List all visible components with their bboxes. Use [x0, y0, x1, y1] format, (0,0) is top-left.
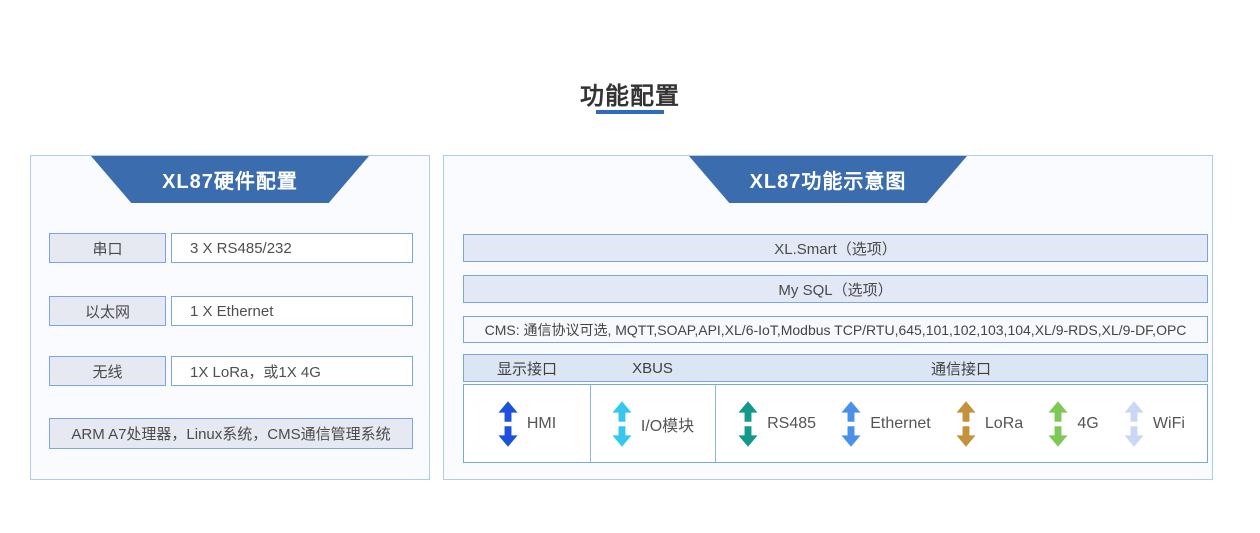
- io-cell-xbus: I/O模块: [590, 385, 715, 462]
- hardware-system-summary: ARM A7处理器，Linux系统，CMS通信管理系统: [49, 418, 413, 449]
- comm-item-rs485: RS485: [738, 400, 817, 447]
- comm-item-ethernet: Ethernet: [841, 400, 931, 447]
- updown-arrow-icon: [841, 400, 861, 447]
- hardware-panel-header: XL87硬件配置: [91, 156, 369, 203]
- comm-item-4g: 4G: [1048, 400, 1099, 447]
- title-underline: [596, 110, 664, 114]
- hardware-row-ethernet-label: 以太网: [49, 296, 166, 326]
- hardware-panel-title: XL87硬件配置: [162, 171, 298, 193]
- io-cell-display: HMI: [464, 385, 590, 462]
- function-panel-header: XL87功能示意图: [689, 156, 967, 203]
- io-label-rs485: RS485: [767, 414, 817, 432]
- io-header-xbus: XBUS: [632, 359, 673, 377]
- comm-item-wifi: WiFi: [1124, 400, 1185, 447]
- updown-arrow-icon: [1124, 400, 1144, 447]
- updown-arrow-icon: [612, 400, 632, 447]
- hardware-row-wireless-value: 1X LoRa，或1X 4G: [171, 356, 413, 386]
- page-title: 功能配置: [580, 83, 680, 110]
- hardware-row-wireless-label: 无线: [49, 356, 166, 386]
- hardware-row-serial: 串口 3 X RS485/232: [49, 233, 413, 263]
- io-cell-comm: RS485 Ethernet LoRa: [715, 385, 1207, 462]
- io-header-comm: 通信接口: [930, 360, 991, 378]
- hardware-config-panel: XL87硬件配置 串口 3 X RS485/232 以太网 1 X Ethern…: [30, 155, 430, 480]
- updown-arrow-icon: [738, 400, 758, 447]
- updown-arrow-icon: [498, 400, 518, 447]
- cms-protocols-bar: CMS: 通信协议可选, MQTT,SOAP,API,XL/6-IoT,Modb…: [463, 316, 1208, 343]
- hardware-row-wireless: 无线 1X LoRa，或1X 4G: [49, 356, 413, 386]
- function-panel-title: XL87功能示意图: [749, 171, 907, 193]
- hardware-row-ethernet: 以太网 1 X Ethernet: [49, 296, 413, 326]
- io-header-display: 显示接口: [496, 360, 557, 378]
- updown-arrow-icon: [956, 400, 976, 447]
- updown-arrow-icon: [1048, 400, 1068, 447]
- io-label-io-module: I/O模块: [640, 417, 695, 435]
- io-header-row: 显示接口 XBUS 通信接口: [463, 354, 1208, 382]
- io-table: HMI I/O模块 RS485: [463, 384, 1208, 463]
- function-diagram-panel: XL87功能示意图 XL.Smart（选项） My SQL（选项） CMS: 通…: [443, 155, 1213, 480]
- comm-item-lora: LoRa: [956, 400, 1024, 447]
- hardware-row-serial-label: 串口: [49, 233, 166, 263]
- hardware-row-serial-value: 3 X RS485/232: [171, 233, 413, 263]
- xlsmart-option-bar: XL.Smart（选项）: [463, 234, 1208, 262]
- io-label-hmi: HMI: [526, 414, 557, 432]
- io-label-4g: 4G: [1077, 414, 1099, 432]
- hardware-row-ethernet-value: 1 X Ethernet: [171, 296, 413, 326]
- io-label-ethernet: Ethernet: [870, 414, 931, 432]
- io-label-lora: LoRa: [984, 414, 1024, 432]
- mysql-option-bar: My SQL（选项）: [463, 275, 1208, 303]
- io-label-wifi: WiFi: [1152, 414, 1185, 432]
